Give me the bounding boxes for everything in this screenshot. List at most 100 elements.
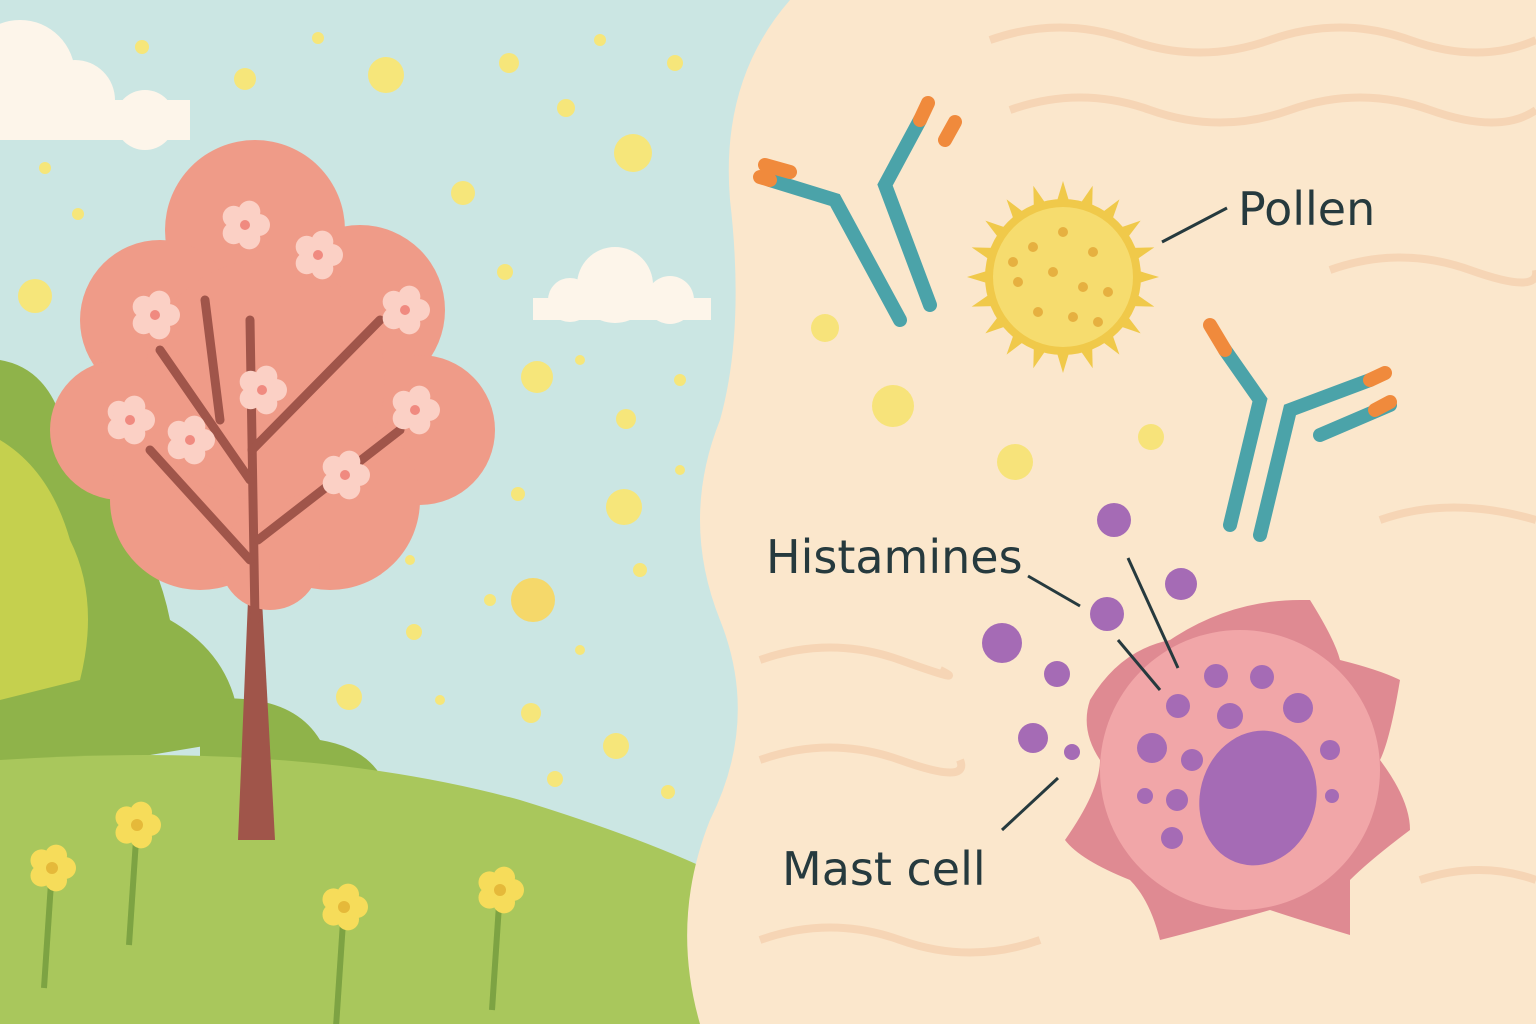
dot — [451, 181, 475, 205]
pollen-spike — [1080, 347, 1093, 369]
cloud-small — [533, 247, 711, 324]
dot — [603, 733, 629, 759]
dot — [410, 405, 420, 415]
dot — [222, 222, 245, 245]
dot — [183, 415, 206, 438]
dot — [1204, 664, 1228, 688]
airborne-pollen-dots — [18, 32, 686, 799]
dot — [547, 771, 563, 787]
dot — [322, 472, 345, 495]
dot — [1137, 733, 1167, 763]
dot — [1166, 789, 1188, 811]
dot — [312, 32, 324, 44]
dot — [1088, 247, 1098, 257]
dot — [1048, 267, 1058, 277]
dot — [408, 385, 431, 408]
pollen-spike — [1056, 352, 1070, 373]
blossoms — [107, 200, 440, 500]
dot — [1250, 665, 1274, 689]
dot — [295, 252, 318, 275]
dot — [499, 53, 519, 73]
dot — [368, 57, 404, 93]
dot — [150, 310, 160, 320]
pollen-grain — [967, 181, 1159, 373]
dot — [633, 563, 647, 577]
dot — [1013, 277, 1023, 287]
dot — [238, 200, 261, 223]
dot — [336, 684, 362, 710]
dot — [1093, 317, 1103, 327]
free-pollen-dots — [811, 314, 1164, 480]
dot — [675, 465, 685, 475]
dot — [130, 801, 153, 824]
dot — [406, 624, 422, 640]
cloud-top-left — [0, 20, 190, 150]
dot — [674, 374, 686, 386]
dot — [39, 162, 51, 174]
dot — [661, 785, 675, 799]
dot — [667, 55, 683, 71]
pollen-spike — [1133, 294, 1155, 307]
pollen-spike — [967, 270, 988, 284]
dot — [521, 361, 553, 393]
dot — [493, 866, 516, 889]
dot — [392, 407, 415, 430]
dot — [616, 409, 636, 429]
nucleus — [1199, 730, 1317, 866]
dot — [234, 68, 256, 90]
dot — [132, 312, 155, 335]
dot — [167, 437, 190, 460]
dot — [257, 385, 267, 395]
pollen-spike — [971, 294, 993, 307]
dot — [18, 279, 52, 313]
dot — [521, 703, 541, 723]
dot — [435, 695, 445, 705]
blossom-tree — [50, 140, 495, 840]
tree-trunk — [238, 600, 275, 840]
dot — [606, 489, 642, 525]
dot — [1320, 740, 1340, 760]
mast-cell — [1065, 600, 1410, 940]
dot — [125, 415, 135, 425]
dot — [338, 901, 350, 913]
grass-hill — [0, 755, 730, 1024]
dot — [1166, 694, 1190, 718]
dot — [1008, 257, 1018, 267]
dot — [1058, 227, 1068, 237]
dot — [405, 555, 415, 565]
pollen-spike — [1033, 185, 1046, 207]
dot — [614, 134, 652, 172]
pollen-spike — [1056, 181, 1070, 202]
histamines-label: Histamines — [766, 530, 1023, 584]
dot — [1033, 307, 1043, 317]
dot — [1325, 789, 1339, 803]
pollen-spike — [1033, 347, 1046, 369]
leader-lines — [1000, 206, 1228, 832]
dot — [338, 450, 361, 473]
tissue-waves — [758, 23, 1536, 957]
dot — [1078, 282, 1088, 292]
pollen-spike — [971, 247, 993, 260]
dot — [1181, 749, 1203, 771]
dot — [107, 417, 130, 440]
dot — [337, 883, 360, 906]
dot — [398, 285, 421, 308]
pollen-grain-small — [511, 578, 555, 622]
bush-yellow — [0, 440, 88, 700]
dot — [484, 594, 496, 606]
pollen-label: Pollen — [1238, 182, 1375, 236]
antibody-2 — [1203, 318, 1397, 542]
dot — [46, 862, 58, 874]
pollen-spike — [1080, 185, 1093, 207]
dot — [1103, 287, 1113, 297]
dot — [1161, 827, 1183, 849]
dot — [135, 40, 149, 54]
dot — [185, 435, 195, 445]
yellow-flowers — [30, 801, 524, 1024]
dot — [311, 230, 334, 253]
dot — [240, 220, 250, 230]
dot — [123, 395, 146, 418]
dot — [400, 305, 410, 315]
dot — [1028, 242, 1038, 252]
